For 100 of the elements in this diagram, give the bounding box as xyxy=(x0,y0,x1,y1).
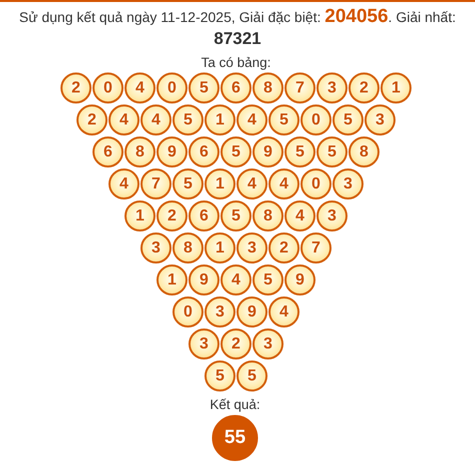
ball-digit: 5 xyxy=(184,112,192,128)
number-ball xyxy=(284,264,316,296)
ball-digit: 5 xyxy=(200,80,208,96)
number-ball xyxy=(108,168,140,200)
ball-digit: 6 xyxy=(104,144,112,160)
ball-digit: 0 xyxy=(168,80,176,96)
ball-digit: 2 xyxy=(88,112,96,128)
number-ball xyxy=(204,232,236,264)
ball-digit: 4 xyxy=(280,176,288,192)
number-ball xyxy=(140,104,172,136)
number-ball xyxy=(268,104,300,136)
number-ball xyxy=(140,232,172,264)
ball-digit: 0 xyxy=(312,112,320,128)
number-ball xyxy=(268,232,300,264)
ball-digit: 3 xyxy=(200,336,208,352)
number-ball xyxy=(172,168,204,200)
number-ball xyxy=(284,72,316,104)
ball-digit: 0 xyxy=(312,176,320,192)
number-ball xyxy=(188,136,220,168)
number-ball xyxy=(60,72,92,104)
number-ball xyxy=(284,136,316,168)
ball-digit: 5 xyxy=(232,208,240,224)
ball-digit: 4 xyxy=(248,176,256,192)
number-ball xyxy=(172,104,204,136)
number-ball xyxy=(236,232,268,264)
ball-digit: 2 xyxy=(360,80,368,96)
number-ball xyxy=(108,104,140,136)
ball-digit: 9 xyxy=(264,144,272,160)
number-ball xyxy=(156,264,188,296)
ball-digit: 4 xyxy=(120,112,128,128)
ball-digit: 7 xyxy=(152,176,160,192)
ball-digit: 3 xyxy=(264,336,272,352)
ball-digit: 2 xyxy=(232,336,240,352)
number-ball xyxy=(172,232,204,264)
number-ball xyxy=(236,168,268,200)
ball-digit: 8 xyxy=(184,240,192,256)
number-ball xyxy=(188,264,220,296)
ball-digit: 7 xyxy=(296,80,304,96)
number-ball xyxy=(236,104,268,136)
ball-digit: 3 xyxy=(328,80,336,96)
number-ball xyxy=(300,168,332,200)
number-ball xyxy=(220,264,252,296)
number-ball xyxy=(252,72,284,104)
result-circle xyxy=(212,415,258,461)
ball-digit: 1 xyxy=(136,208,144,224)
number-ball xyxy=(204,296,236,328)
header-text: Sử dụng kết quả ngày 11-12-2025, Giải đặc biệt: 204056. Giải nhất: 87321 xyxy=(18,6,457,50)
ball-digit: 8 xyxy=(264,208,272,224)
ball-digit: 5 xyxy=(216,368,224,384)
ball-digit: 5 xyxy=(280,112,288,128)
ball-digit: 3 xyxy=(216,304,224,320)
ball-digit: 1 xyxy=(392,80,400,96)
ball-digit: 5 xyxy=(184,176,192,192)
number-ball xyxy=(124,136,156,168)
number-ball xyxy=(300,104,332,136)
number-ball xyxy=(364,104,396,136)
ball-digit: 8 xyxy=(360,144,368,160)
ball-digit: 1 xyxy=(168,272,176,288)
number-ball xyxy=(76,104,108,136)
number-ball xyxy=(348,72,380,104)
ball-digit: 4 xyxy=(152,112,160,128)
ball-digit: 9 xyxy=(200,272,208,288)
result-number: 55 xyxy=(224,428,246,448)
ball-digit: 4 xyxy=(120,176,128,192)
ball-digit: 3 xyxy=(248,240,256,256)
number-ball xyxy=(332,168,364,200)
number-ball xyxy=(252,136,284,168)
number-ball xyxy=(252,328,284,360)
number-ball xyxy=(236,296,268,328)
ball-digit: 8 xyxy=(136,144,144,160)
ball-digit: 3 xyxy=(376,112,384,128)
ball-digit: 4 xyxy=(296,208,304,224)
number-ball xyxy=(92,72,124,104)
number-ball xyxy=(348,136,380,168)
number-ball xyxy=(188,72,220,104)
number-ball xyxy=(204,104,236,136)
number-ball xyxy=(284,200,316,232)
number-ball xyxy=(172,296,204,328)
ball-digit: 4 xyxy=(136,80,144,96)
ball-digit: 1 xyxy=(216,112,224,128)
number-ball xyxy=(316,200,348,232)
number-ball xyxy=(188,328,220,360)
ball-digit: 9 xyxy=(296,272,304,288)
number-ball xyxy=(92,136,124,168)
number-ball xyxy=(140,168,172,200)
number-ball xyxy=(124,72,156,104)
number-ball xyxy=(236,360,268,392)
ball-digit: 7 xyxy=(312,240,320,256)
number-ball xyxy=(220,200,252,232)
number-ball xyxy=(252,264,284,296)
ball-digit: 0 xyxy=(104,80,112,96)
number-ball xyxy=(204,168,236,200)
number-ball xyxy=(156,200,188,232)
ball-digit: 4 xyxy=(280,304,288,320)
ball-digit: 6 xyxy=(232,80,240,96)
ball-digit: 5 xyxy=(248,368,256,384)
ball-digit: 3 xyxy=(152,240,160,256)
ball-digit: 5 xyxy=(328,144,336,160)
ball-digit: 1 xyxy=(216,240,224,256)
ball-digit: 0 xyxy=(184,304,192,320)
